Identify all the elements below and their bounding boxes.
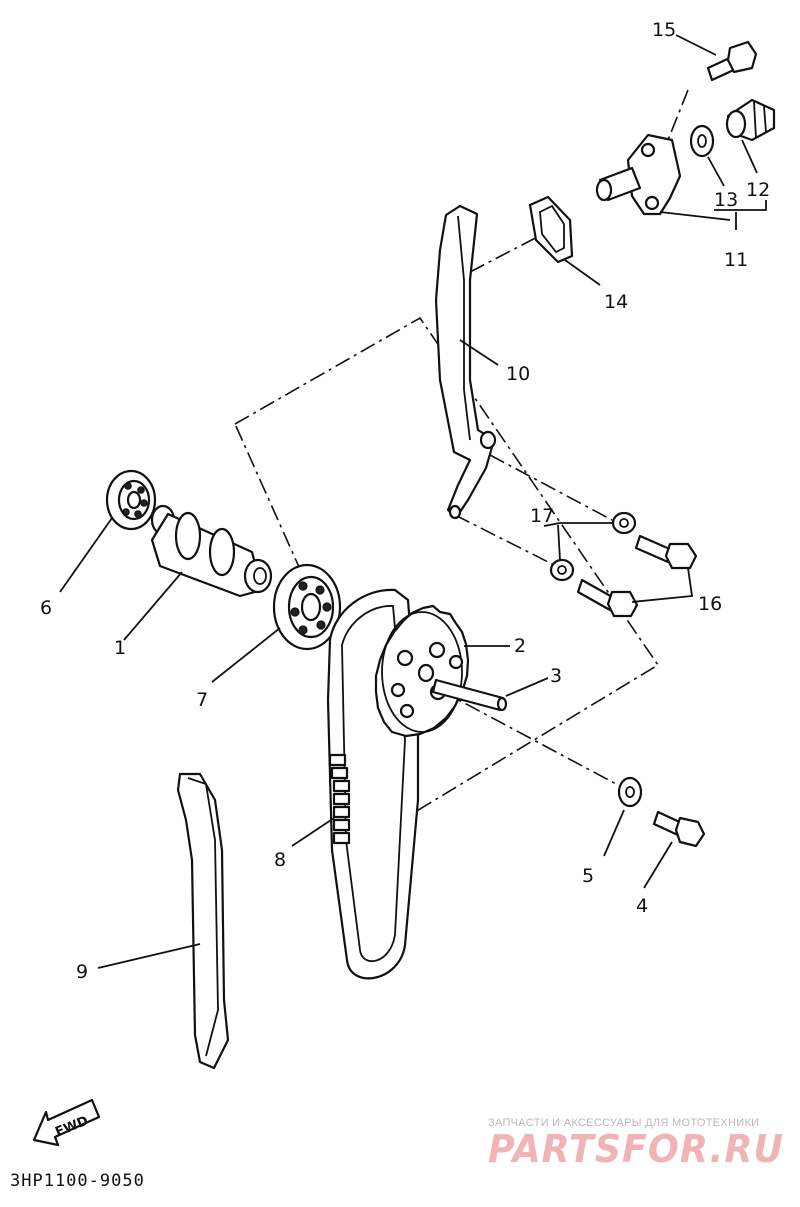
callout-1: 1 — [114, 637, 126, 659]
callout-13: 13 — [714, 189, 738, 211]
bearing-large-7 — [272, 563, 342, 651]
bolt-15-guide-line — [667, 89, 689, 141]
tensioner-arm-10 — [434, 204, 497, 520]
gasket-guide-line — [469, 232, 546, 273]
callout-2: 2 — [514, 635, 526, 657]
bolt-lower-guide-line — [454, 514, 561, 569]
bolt-4 — [652, 810, 706, 848]
diagram-code: 3HP1100-9050 — [10, 1171, 145, 1191]
callout-14: 14 — [604, 291, 628, 313]
callout-5: 5 — [582, 865, 594, 887]
cam-sprocket-2 — [374, 604, 470, 738]
sprocket-bolt-guide-line — [439, 689, 619, 786]
callout-10: 10 — [506, 363, 530, 385]
washer-5 — [617, 776, 643, 808]
callout-4: 4 — [636, 895, 648, 917]
callout-9: 9 — [76, 961, 88, 983]
callout-17: 17 — [530, 505, 554, 527]
watermark-tagline: ЗАПЧАСТИ И АКСЕССУАРЫ ДЛЯ МОТОТЕХНИКИ — [488, 1117, 759, 1129]
bolt-16-lower — [576, 578, 639, 618]
bolt-16-upper — [634, 534, 698, 570]
dowel-pin-3 — [431, 678, 508, 712]
bolt-upper-guide-line — [489, 454, 613, 521]
washer-17-upper — [611, 511, 637, 535]
callout-numbers: 1 2 3 4 5 6 7 8 9 10 11 12 13 14 15 16 1… — [40, 19, 770, 983]
cap-bolt-12 — [725, 98, 776, 142]
callout-6: 6 — [40, 597, 52, 619]
camshaft-1 — [150, 504, 273, 598]
washer-13 — [689, 124, 715, 158]
bolt-15 — [706, 40, 758, 82]
callout-12: 12 — [746, 179, 770, 201]
washer-17-lower — [549, 558, 575, 582]
gasket-14 — [528, 195, 574, 264]
chain-guide-9 — [176, 772, 230, 1070]
leader-lines — [59, 34, 767, 969]
callout-15: 15 — [652, 19, 676, 41]
callout-3: 3 — [550, 665, 562, 687]
callout-16: 16 — [698, 593, 722, 615]
fwd-arrow-icon: FWD — [32, 1098, 101, 1147]
bearing-small-6 — [105, 469, 157, 531]
callout-11: 11 — [724, 249, 748, 271]
callout-7: 7 — [196, 689, 208, 711]
watermark-brand: PARTSFOR.RU — [488, 1127, 784, 1171]
callout-8: 8 — [274, 849, 286, 871]
tensioner-assembly-11 — [595, 133, 682, 216]
